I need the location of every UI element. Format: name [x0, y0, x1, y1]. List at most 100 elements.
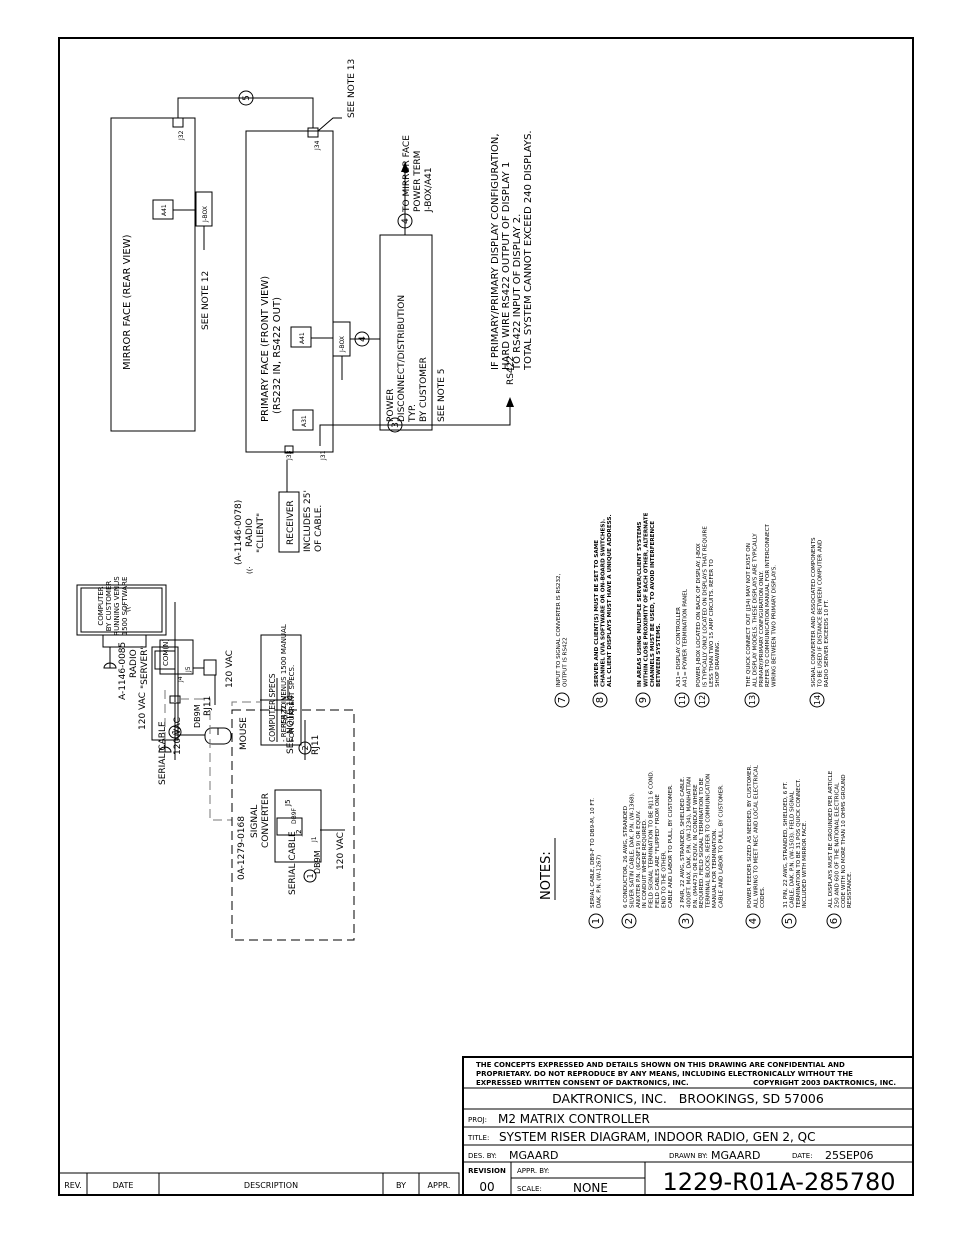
- primary-a41-box: [290, 326, 312, 348]
- note-line: SIGNAL CONVERTER AND ASSOCIATED COMPONEN…: [811, 537, 817, 687]
- rev-header-by: BY: [396, 1181, 406, 1190]
- computer-line-1: COMPUTER: [97, 586, 105, 625]
- note-line: FIELD SIGNAL TERMINATION TO BE RJ11 6 CO…: [649, 770, 655, 908]
- note-number-circle: [745, 913, 761, 929]
- project-name: M2 MATRIX CONTROLLER: [498, 1112, 650, 1126]
- com-port-label: COM(N): [162, 639, 170, 666]
- date-label: DATE:: [792, 1152, 813, 1160]
- server-db9m-label: DB9M: [193, 704, 202, 728]
- serial-cable-top: SERIAL CABLE: [158, 602, 181, 785]
- see-note-12-label: SEE NOTE 12: [201, 271, 211, 330]
- note-line: SERIAL CABLE, DB9-F TO DB9-M, 10 FT.: [590, 798, 596, 908]
- note-number-circle: [781, 913, 797, 929]
- primary-face-line-1: PRIMARY FACE (FRONT VIEW): [260, 276, 271, 422]
- note-line: CODE WITH NO MORE THAN 10 OHMS GROUND: [841, 774, 847, 908]
- callout-1-top: 1: [168, 725, 182, 739]
- note-number-circle: [621, 913, 637, 929]
- note-number: 4: [748, 918, 759, 924]
- drawn-by-label: DRAWN BY:: [669, 1152, 708, 1160]
- mouse-label: MOUSE: [239, 717, 249, 750]
- rs422-output-line: [319, 405, 511, 446]
- power-disconnect-line-2: DISCONNECT/DISTRIBUTION: [397, 295, 407, 422]
- see-note-13-label: SEE NOTE 13: [347, 59, 357, 118]
- signal-converter-part: 0A-1279-0168: [237, 816, 247, 880]
- designed-by: MGAARD: [509, 1149, 558, 1162]
- svg-text:1: 1: [171, 729, 180, 734]
- receiver-label: RECEIVER: [286, 500, 296, 545]
- radio-server: A-1146-0085 RADIO "SERVER" ((· DB9M J4 J…: [118, 604, 296, 754]
- signal-converter-line-1: SIGNAL: [250, 805, 260, 838]
- note-line: P.N. (M4473) OR EQUIV. IN CONDUIT WHERE: [693, 784, 699, 908]
- drawing-title: SYSTEM RISER DIAGRAM, INDOOR RADIO, GEN …: [499, 1130, 815, 1144]
- primary-j33-label: J33: [286, 450, 293, 461]
- computer-specs-title: COMPUTER SPECS: [268, 673, 277, 742]
- serial-cable-top-label: SERIAL CABLE: [158, 721, 168, 785]
- note-line: BETWEEN SYSTEMS.: [656, 623, 662, 687]
- note-line: INPUT TO SIGNAL CONVERTER IS RS232,: [556, 573, 562, 687]
- note-line: 4000FT. MAX. DAK. P.N. (W-1234), MANHATT…: [686, 777, 692, 908]
- note-number: 13: [748, 695, 757, 705]
- revision-table: REV. DATE DESCRIPTION BY APPR.: [58, 1172, 460, 1196]
- note-line: ALL DISPLAYS MUST BE GROUNDED PER ARTICL…: [828, 770, 834, 908]
- rev-header-date: DATE: [113, 1181, 134, 1190]
- note-line: ALL CLIENT DISPLAYS MUST HAVE A UNIQUE A…: [607, 514, 613, 687]
- note-line: REFER TO COMMUNICATION MANUAL FOR INTERC…: [765, 523, 771, 687]
- cable-5: [177, 97, 314, 128]
- note-line: A41= POWER TERMINATION PANEL: [682, 588, 688, 687]
- converter-vac-label: 120 VAC: [336, 832, 346, 870]
- radio-server-line-1: RADIO: [129, 649, 139, 678]
- to-mirror-face-line-1: TO MIRROR FACE: [402, 135, 412, 213]
- config-note-line-4: TOTAL SYSTEM CANNOT EXCEED 240 DISPLAYS.: [523, 130, 534, 371]
- primary-j34-label: J34: [314, 140, 321, 151]
- note-number: 2: [624, 918, 635, 924]
- proj-label: PROJ:: [468, 1116, 487, 1124]
- rs422-arrow: [506, 397, 514, 407]
- note-line: CABLE AND LABOR TO PULL, BY CUSTOMER.: [718, 784, 724, 908]
- note-line: MANUAL FOR TERMINATION.: [712, 829, 718, 908]
- radio-client-line-1: RADIO: [245, 518, 255, 547]
- converter-rj11-label: RJ11: [311, 735, 321, 755]
- converter-j1-label: J1: [311, 836, 318, 843]
- note-number: 1: [591, 918, 602, 924]
- server-rj11-label: RJ11: [203, 696, 213, 716]
- note-number: 5: [784, 918, 795, 924]
- note-line: SILVER SATIN CABLE, DAK. P.N. (W-1368).: [629, 792, 635, 908]
- appr-by-label: APPR. BY:: [517, 1167, 549, 1175]
- computer-line-3: RUNNING VENUS: [113, 576, 121, 636]
- mirror-face: MIRROR FACE (REAR VIEW) A41 J-BOX SEE NO…: [110, 117, 213, 432]
- note-line: DAK. P.N. (W-1267): [596, 855, 602, 908]
- note-line: PRIMARY/PRIMARY CONFIGURATION ONLY.: [759, 571, 765, 687]
- note-line: INCLUDED WITH MIRROR FACE.: [802, 821, 808, 908]
- computer-specs-line-2: FOR CURRENT SPECS.: [288, 665, 296, 742]
- server-j5-label: J5: [185, 666, 192, 673]
- primary-j31-label: J31: [320, 450, 327, 461]
- svg-text:2: 2: [301, 745, 310, 750]
- note-number: 11: [678, 695, 687, 705]
- svg-text:4: 4: [358, 336, 368, 342]
- signal-converter-boundary: [231, 709, 355, 941]
- note-number-circle: [554, 692, 570, 708]
- scale-value: NONE: [573, 1181, 608, 1195]
- note-number: 8: [595, 697, 606, 703]
- note-number: 9: [638, 697, 649, 703]
- note-number-circle: [744, 692, 760, 708]
- config-note-line-3: TO RS422 INPUT OF DISPLAY 2.: [512, 214, 523, 371]
- to-mirror-face-line-3: J-BOX/A41: [424, 167, 434, 213]
- note-number: 12: [698, 695, 707, 705]
- note-number: 3: [681, 918, 692, 924]
- mirror-jbox-label: J-BOX: [202, 206, 209, 223]
- mirror-face-label: MIRROR FACE (REAR VIEW): [122, 234, 133, 370]
- converter-db9f-label: DB9F: [291, 807, 298, 824]
- note-line: 2 PAIR, 22 AWG, STRANDED, SHIELDED CABLE…: [680, 776, 686, 908]
- mouse-icon: MOUSE: [175, 717, 249, 750]
- note-line: CABLE, DAK. P.N. (W-1503). FIELD SIGNAL: [789, 790, 795, 908]
- svg-text:1: 1: [306, 873, 315, 878]
- signal-converter: 0A-1279-0168 SIGNAL CONVERTER RS422 IN R…: [237, 696, 346, 895]
- note-line: REQUIRED. FIELD SIGNAL TERMINATION TO BE: [699, 777, 705, 908]
- tower-vac-label: 120 VAC: [173, 717, 183, 755]
- to-mirror-face-line-2: POWER TERM: [413, 151, 423, 212]
- power-disconnect-line-1: POWER: [386, 389, 396, 422]
- rev-header-description: DESCRIPTION: [244, 1181, 298, 1190]
- callout-5: 5: [238, 90, 254, 106]
